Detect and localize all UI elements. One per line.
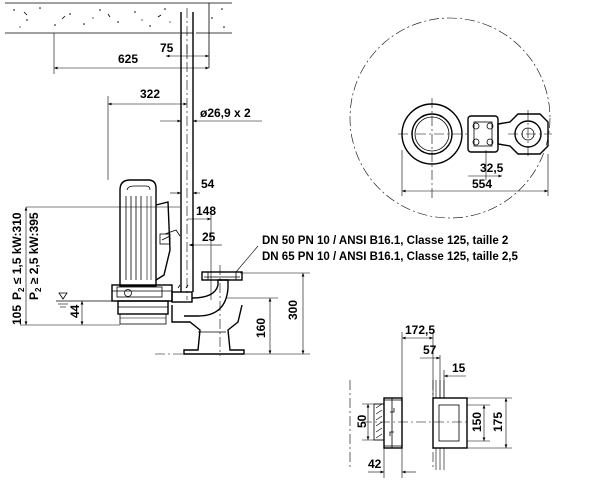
dim-25: 25 (189, 230, 222, 247)
dim-554-label: 554 (472, 177, 492, 191)
pump-body (111, 179, 181, 325)
dim-172-5-label: 172,5 (405, 323, 435, 337)
dim-300-label: 300 (286, 300, 300, 320)
coupling (467, 110, 552, 158)
dim-105: 105 (10, 207, 76, 326)
dim-54: 54 (170, 177, 215, 195)
dim-105-label: 105 (10, 305, 24, 325)
dim-322: 322 (107, 87, 187, 180)
dim-300: 300 (240, 272, 310, 355)
dim-554: 554 (401, 150, 549, 196)
top-view: 32,5 554 (349, 17, 552, 219)
ceiling-slab (5, 2, 232, 34)
left-flange (373, 397, 403, 449)
discharge-elbow (155, 265, 250, 356)
flange-label-dn65: DN 65 PN 10 / ANSI B16.1, Classe 125, ta… (262, 251, 519, 263)
dim-175-label: 175 (491, 412, 505, 432)
dim-160-label: 160 (254, 318, 268, 338)
dim-54-label: 54 (201, 177, 215, 191)
svg-text:P2 ≥ 2,5 kW:395: P2 ≥ 2,5 kW:395 (27, 212, 43, 300)
dim-75: 75 (160, 41, 209, 58)
dim-322-label: 322 (140, 87, 160, 101)
dim-57-label: 57 (423, 343, 437, 357)
dim-42-label: 42 (368, 457, 382, 471)
water-level-symbol (56, 292, 112, 308)
dim-625-label: 625 (118, 52, 138, 66)
dim-172-5: 172,5 (401, 323, 435, 398)
dim-44: 44 (68, 301, 120, 326)
side-view: 75 625 322 ø26,9 x 2 54 (5, 2, 519, 356)
dim-148: 148 (187, 204, 216, 300)
dim-50-label: 50 (355, 414, 369, 428)
dim-32-5: 32,5 (468, 150, 504, 180)
dim-625: 625 (53, 33, 209, 74)
right-flange (432, 380, 468, 470)
vertical-pipe (180, 8, 194, 300)
pipe-diameter-label: ø26,9 x 2 (200, 106, 251, 120)
dim-150-label: 150 (470, 412, 484, 432)
dim-75-label: 75 (160, 41, 174, 55)
flange-detail: 172,5 57 15 50 150 (349, 323, 512, 478)
dim-148-label: 148 (196, 204, 216, 218)
dim-57: 57 (420, 343, 441, 398)
dim-32-5-label: 32,5 (480, 161, 504, 175)
dim-42: 42 (368, 448, 416, 478)
dim-175: 175 (467, 397, 512, 449)
svg-text:P2 ≤ 1,5 kW:310: P2 ≤ 1,5 kW:310 (10, 212, 26, 300)
dim-15-label: 15 (452, 361, 466, 375)
power-label-p2: P2 ≥ 2,5 kW:395 (27, 212, 43, 300)
dim-pipe-diameter: ø26,9 x 2 (160, 106, 262, 123)
flange-label-dn50: DN 50 PN 10 / ANSI B16.1, Classe 125, ta… (262, 235, 508, 247)
dim-50: 50 (355, 403, 384, 441)
dim-160: 160 (226, 297, 278, 354)
dim-25-label: 25 (202, 230, 216, 244)
dim-150: 150 (467, 404, 490, 442)
dim-44-label: 44 (68, 304, 82, 318)
power-label-p1: P2 ≤ 1,5 kW:310 (10, 212, 26, 300)
dim-15: 15 (443, 361, 466, 398)
flange-callout: DN 50 PN 10 / ANSI B16.1, Classe 125, ta… (235, 235, 519, 273)
